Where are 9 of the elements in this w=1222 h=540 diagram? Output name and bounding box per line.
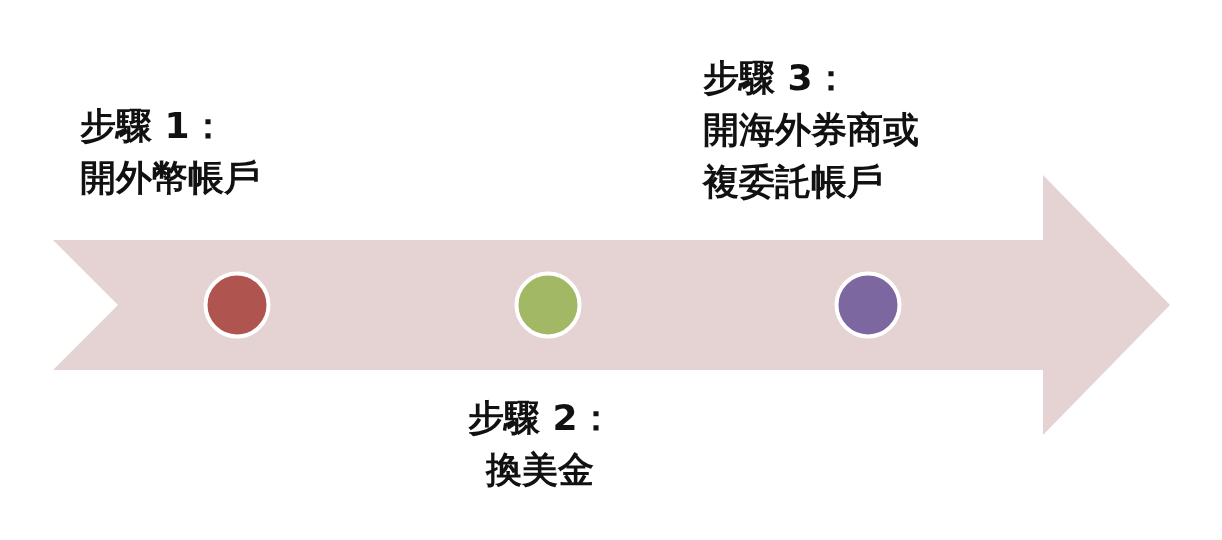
step-heading: 步驟 2： — [468, 396, 614, 440]
timeline-dot — [514, 271, 582, 339]
step-heading: 步驟 3： — [703, 56, 849, 100]
timeline-dot — [834, 271, 902, 339]
step-description: 開外幣帳戶 — [80, 156, 260, 200]
step-description: 換美金 — [486, 448, 594, 492]
step-heading: 步驟 1： — [80, 104, 226, 148]
timeline-dot — [203, 271, 271, 339]
step-description: 開海外券商或複委託帳戶 — [703, 108, 920, 204]
